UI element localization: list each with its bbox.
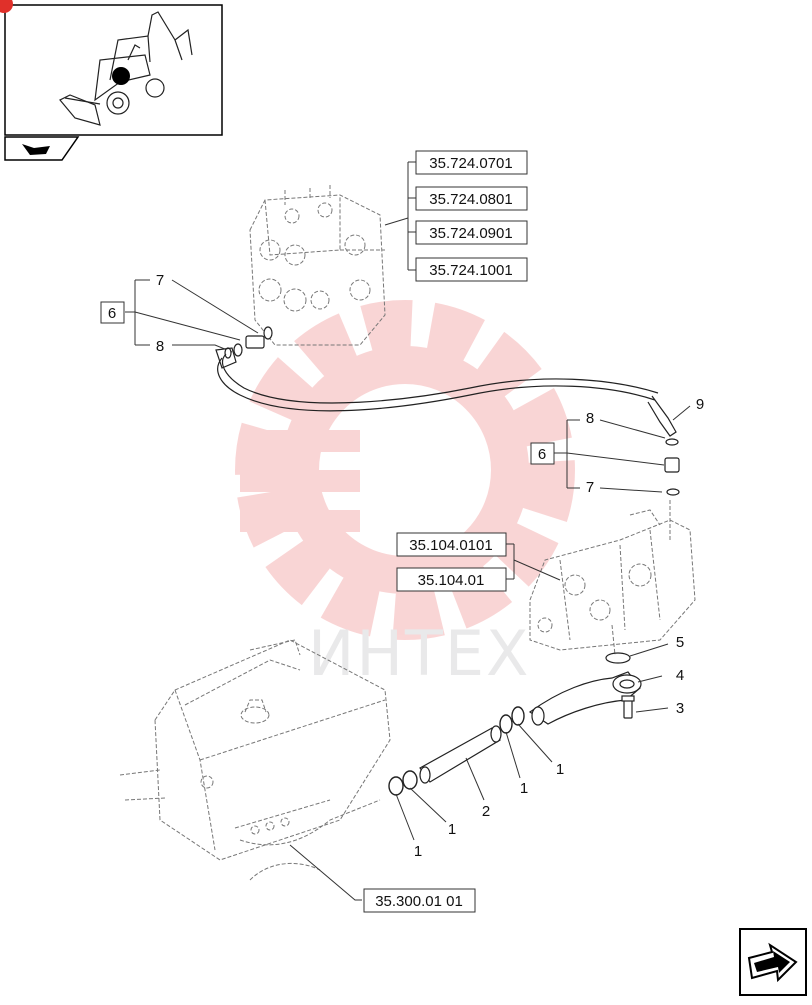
- pump-reference-bracket: [506, 543, 561, 581]
- svg-text:35.300.01 01: 35.300.01 01: [375, 893, 463, 910]
- suction-leader-lines: [395, 723, 553, 841]
- callout-seal-upper-a: 7: [156, 272, 164, 289]
- suction-hose: [419, 725, 502, 784]
- valve-reference-bracket: [384, 161, 416, 271]
- svg-text:6: 6: [108, 305, 116, 322]
- svg-text:35.104.0101: 35.104.0101: [409, 537, 492, 554]
- callout-seal-lower-a: 8: [586, 410, 594, 427]
- upper-adapter-fittings: [224, 326, 273, 359]
- upper-fitting-kit-box[interactable]: 6: [100, 301, 125, 324]
- svg-text:6: 6: [538, 446, 546, 463]
- callout-bolt: 3: [676, 700, 684, 717]
- valve-ref-4[interactable]: 35.724.1001: [415, 257, 528, 282]
- pressure-hose: [215, 347, 677, 437]
- next-page-arrow-icon[interactable]: [739, 928, 807, 996]
- svg-text:35.724.0901: 35.724.0901: [429, 225, 512, 242]
- thumbnail-panel: [4, 4, 223, 136]
- callout-clamp-a: 1: [556, 761, 564, 778]
- svg-text:35.724.1001: 35.724.1001: [429, 262, 512, 279]
- flange-pipe: [528, 671, 642, 726]
- svg-text:35.724.0701: 35.724.0701: [429, 155, 512, 172]
- tank-leader-line: [289, 844, 362, 901]
- pump-ref-2[interactable]: 35.104.01: [396, 567, 507, 592]
- flange-bolt: [621, 695, 635, 719]
- callout-seal-lower-b: 7: [586, 479, 594, 496]
- corner-mark-icon: [0, 0, 13, 13]
- previous-page-arrow-icon[interactable]: [4, 136, 80, 161]
- watermark-gear-logo: [235, 300, 575, 640]
- tank-ref[interactable]: 35.300.01 01: [363, 888, 476, 913]
- watermark-text: ИНТЕХ: [308, 617, 531, 690]
- callout-suction-hose: 2: [482, 803, 490, 820]
- callout-clamp-c: 1: [448, 821, 456, 838]
- backhoe-loader-icon: [59, 11, 193, 126]
- lower-adapter-fittings: [664, 438, 680, 496]
- upper-fitting-bracket: [125, 279, 259, 353]
- control-valve-illustration: [249, 185, 386, 346]
- callout-clamp-d: 1: [414, 843, 422, 860]
- flange-leader-lines: [629, 643, 669, 713]
- location-marker-icon: [112, 67, 130, 85]
- lower-fitting-bracket: [553, 419, 666, 493]
- callout-flange-pipe: 4: [676, 667, 684, 684]
- valve-ref-2[interactable]: 35.724.0801: [415, 186, 528, 211]
- svg-text:35.724.0801: 35.724.0801: [429, 191, 512, 208]
- callout-clamp-b: 1: [520, 780, 528, 797]
- hydraulic-tank-illustration: [119, 639, 391, 881]
- callout-hose: 9: [696, 396, 704, 413]
- callout-oring-flange: 5: [676, 634, 684, 651]
- hydraulic-pump-illustration: [529, 500, 696, 656]
- pump-ref-1[interactable]: 35.104.0101: [396, 532, 507, 557]
- callout-seal-upper-b: 8: [156, 338, 164, 355]
- valve-ref-3[interactable]: 35.724.0901: [415, 220, 528, 245]
- svg-text:35.104.01: 35.104.01: [418, 572, 485, 589]
- flange-oring: [605, 652, 631, 664]
- lower-fitting-kit-box[interactable]: 6: [530, 442, 555, 465]
- valve-ref-1[interactable]: 35.724.0701: [415, 150, 528, 175]
